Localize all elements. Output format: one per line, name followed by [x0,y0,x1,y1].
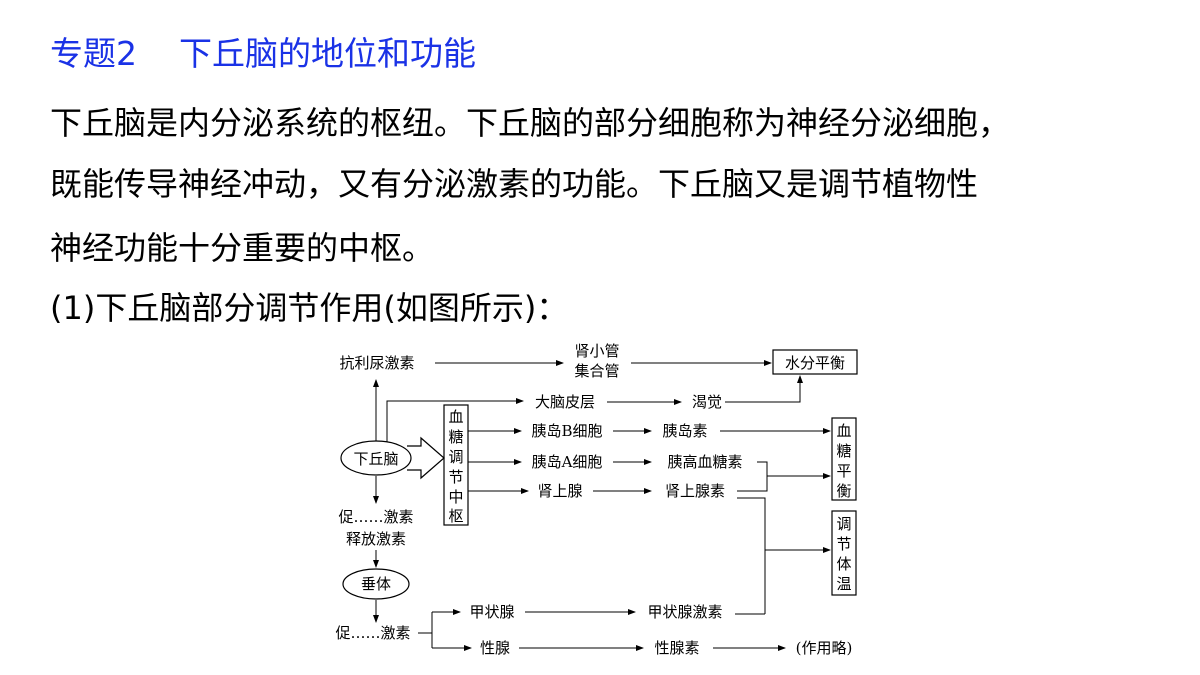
glucose-center-char-6: 枢 [448,507,463,525]
pituitary-ellipse [342,568,410,600]
arrow-thirst-water [725,375,803,403]
hypothalamus-label: 下丘脑 [353,450,398,468]
thyroxine-label: 甲状腺激素 [647,603,722,621]
gonad-label: 性腺 [480,639,510,657]
omitted-label: (作用略) [796,639,853,657]
releasing-hormone-line1: 促……激素 [338,508,413,526]
topic-number: 专题2 [50,34,137,73]
glucose-balance-char-2: 糖 [836,442,851,460]
thyroid-label: 甲状腺 [469,603,514,621]
paragraph-line-3: 神经功能十分重要的中枢。 [50,229,435,267]
paragraph-line-4: (1)下丘脑部分调节作用(如图所示)： [50,289,569,327]
adh-label: 抗利尿激素 [339,354,414,372]
bracket-tropic [418,612,433,648]
glucose-center-char-3: 调 [448,448,463,466]
diagram-arrows [373,360,831,651]
diagram-labels: 抗利尿激素 肾小管 集合管 水分平衡 大脑皮层 渴觉 下丘脑 血 糖 调 节 中… [335,342,852,657]
glucose-balance-char-1: 血 [836,422,851,440]
adrenaline-label: 肾上腺素 [665,482,725,500]
glucose-balance-box [831,417,857,501]
paragraph-line-2: 既能传导神经冲动，又有分泌激素的功能。下丘脑又是调节植物性 [50,165,979,203]
temperature-char-4: 温 [836,575,851,593]
temperature-char-3: 体 [836,555,851,573]
glucose-center-box [443,404,469,526]
hypothalamus-diagram: 抗利尿激素 肾小管 集合管 水分平衡 大脑皮层 渴觉 下丘脑 血 糖 调 节 中… [335,342,858,657]
paragraph-line-1: 下丘脑是内分泌系统的枢纽。下丘脑的部分细胞称为神经分泌细胞， [50,104,1011,142]
glucose-center-char-4: 节 [448,468,463,486]
tropic-hormone-label: 促……激素 [335,624,410,642]
releasing-hormone-line2: 释放激素 [346,530,406,548]
glucose-balance-char-3: 平 [836,462,851,480]
alpha-cell-label: 胰岛A细胞 [532,453,603,471]
glucose-balance-char-4: 衡 [836,482,851,500]
sex-hormone-label: 性腺素 [654,639,699,657]
temperature-char-1: 调 [836,515,851,533]
temperature-box [831,510,857,596]
line-hypothalamus-cortex [386,398,524,442]
insulin-label: 胰岛素 [662,422,707,440]
water-balance-label: 水分平衡 [785,354,845,372]
glucose-center-char-2: 糖 [448,428,463,446]
line-adrenaline-temperature [737,497,766,614]
topic-title: 下丘脑的地位和功能 [179,34,476,73]
glucose-center-char-5: 中 [448,488,463,506]
kidney-label-line1: 肾小管 [574,342,619,360]
cortex-label: 大脑皮层 [535,393,595,411]
hollow-arrow [407,436,445,480]
beta-cell-label: 胰岛B细胞 [531,422,602,440]
page-title: 专题2 下丘脑的地位和功能 [50,30,476,78]
kidney-label-line2: 集合管 [574,362,619,380]
thirst-label: 渴觉 [692,393,722,411]
water-balance-box [772,349,858,375]
diagram-shapes [340,349,858,600]
glucagon-label: 胰高血糖素 [667,453,742,471]
glucose-center-char-1: 血 [448,408,463,426]
adrenal-label: 肾上腺 [537,482,582,500]
pituitary-label: 垂体 [361,575,391,593]
temperature-char-2: 节 [836,535,851,553]
